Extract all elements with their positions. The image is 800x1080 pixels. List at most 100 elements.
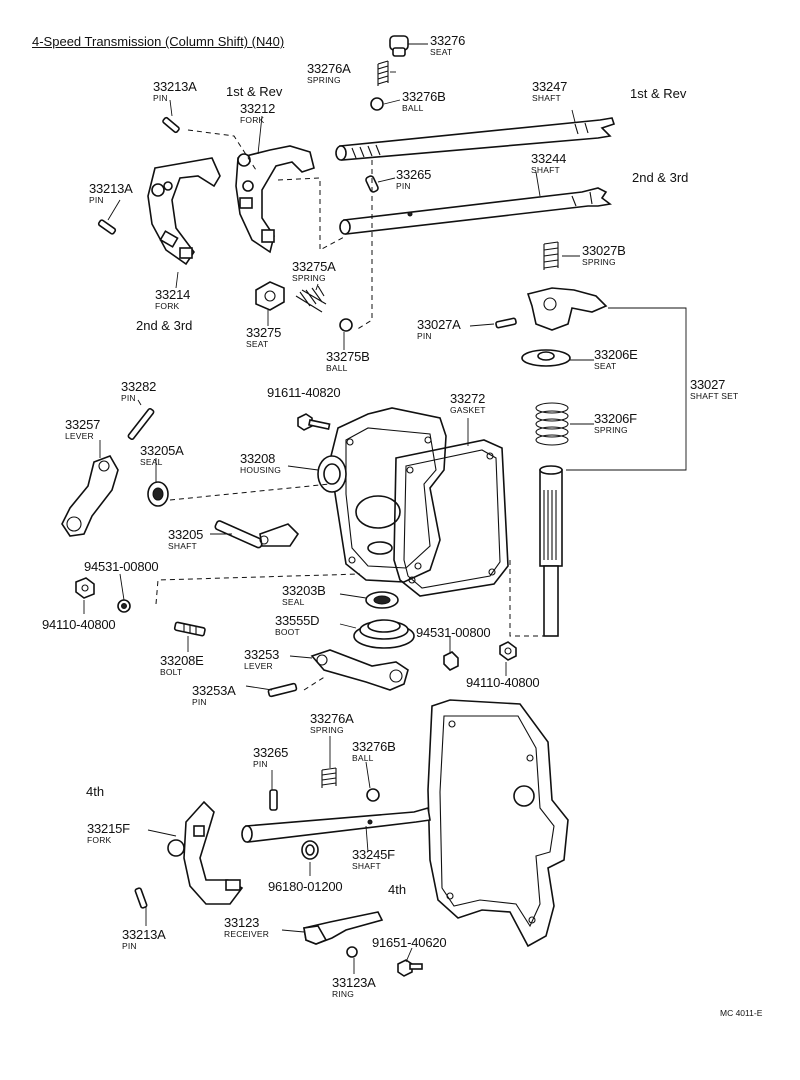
housing-33208-drawing [317, 407, 447, 583]
label-94110-40800-left: 94110-40800 [42, 618, 116, 631]
part-name: GASKET [450, 405, 486, 415]
bolt-91651-drawing [397, 959, 423, 977]
shaft-33247-drawing [335, 117, 616, 161]
part-name: SEAL [140, 457, 163, 467]
bolt-33208e-drawing [173, 621, 206, 637]
part-name: SEAT [246, 339, 269, 349]
part-number: 33213A [153, 79, 197, 94]
part-number: 33253A [192, 683, 236, 698]
part-number: 91651-40620 [372, 935, 447, 950]
lever-33257-drawing [61, 455, 119, 537]
shaft-33245f-drawing [241, 806, 431, 843]
seat-33206e-drawing [521, 349, 571, 367]
part-name: RING [332, 989, 355, 999]
part-number: 33214 [155, 287, 191, 302]
label-94531-00800-right: 94531-00800 [416, 625, 491, 640]
boot-33555d-drawing [353, 619, 415, 649]
caption-4th-fork: 4th [86, 784, 105, 799]
part-name: SPRING [307, 75, 341, 85]
arm-33027-drawing [526, 287, 608, 331]
shaft-33205-drawing [214, 520, 300, 549]
caption-4th-shaft: 4th [388, 882, 407, 897]
part-name: FORK [87, 835, 112, 845]
part-name: PIN [253, 759, 268, 769]
part-number: 33123A [332, 975, 376, 990]
spring-33276a-drawing [377, 60, 389, 86]
caption-2nd-3rd-shaft: 2nd & 3rd [632, 170, 689, 185]
label-94110-40800-right: 94110-40800 [466, 676, 540, 689]
part-number: 33265 [396, 167, 432, 182]
caption-1st-rev-shaft: 1st & Rev [630, 86, 687, 101]
washer-94531-right-drawing [443, 651, 459, 671]
label-96180-01200: 96180-01200 [268, 879, 343, 894]
label-91611-40820: 91611-40820 [267, 385, 341, 400]
part-name: SHAFT [168, 541, 197, 551]
pin-33253a-drawing [267, 682, 298, 698]
part-number: 33265 [253, 745, 289, 760]
part-name: PIN [396, 181, 411, 191]
part-number: 33203B [282, 583, 326, 598]
part-number: 33205 [168, 527, 204, 542]
part-name: LEVER [65, 431, 94, 441]
part-name: PIN [121, 393, 136, 403]
part-name: SEAT [594, 361, 617, 371]
nut-94110-right-drawing [499, 641, 517, 661]
part-name: SPRING [594, 425, 628, 435]
washer-94531-left-drawing [117, 599, 131, 613]
part-name: PIN [89, 195, 104, 205]
part-number: 91611-40820 [267, 385, 341, 400]
part-name: PIN [192, 697, 207, 707]
part-number: 33276A [307, 61, 351, 76]
part-number: 96180-01200 [268, 879, 343, 894]
part-name: SHAFT [352, 861, 381, 871]
spring-33027b-drawing [543, 241, 559, 270]
part-number: 33205A [140, 443, 184, 458]
part-number: 33272 [450, 391, 486, 406]
part-number: 33206E [594, 347, 638, 362]
ball-33276b-drawing [370, 97, 384, 111]
part-number: 33276A [310, 711, 354, 726]
fork-33212-drawing [235, 145, 315, 254]
caption-2nd-3rd-fork: 2nd & 3rd [136, 318, 193, 333]
part-number: 33282 [121, 379, 157, 394]
spring-33276a-low-drawing [321, 767, 337, 788]
part-number: 94531-00800 [416, 625, 491, 640]
part-name: BALL [352, 753, 374, 763]
part-number: 33212 [240, 101, 276, 116]
pin-33213a-left-drawing [97, 219, 117, 235]
part-number: 33206F [594, 411, 637, 426]
part-name: SHAFT [532, 93, 561, 103]
part-name: BOLT [160, 667, 183, 677]
washer-96180-drawing [301, 840, 319, 860]
label-94531-00800-left: 94531-00800 [84, 560, 159, 573]
part-number: 33555D [275, 613, 320, 628]
pin-33027a-drawing [495, 317, 517, 329]
seat-33276-drawing [389, 35, 409, 57]
receiver-33123-drawing [303, 911, 384, 945]
ball-33275b-drawing [339, 318, 353, 332]
pin-33265-low-drawing [269, 789, 278, 811]
part-name: BOOT [275, 627, 300, 637]
